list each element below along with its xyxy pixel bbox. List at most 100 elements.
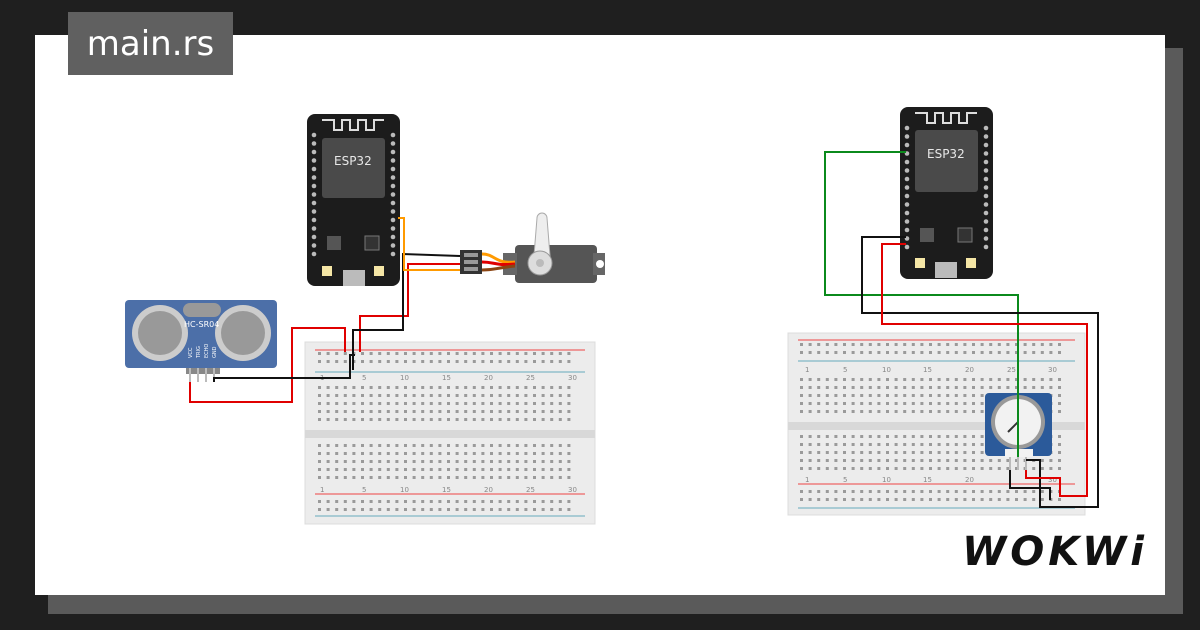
breadboard-hole [1006,467,1010,470]
breadboard-hole [886,343,889,346]
header-pin [983,176,989,182]
header-pin [390,183,396,189]
breadboard-hole [911,467,915,470]
breadboard-hole [1015,498,1018,501]
breadboard-hole [567,418,571,421]
breadboard-hole [894,410,898,413]
breadboard-hole [404,444,407,447]
breadboard-hole [550,508,554,511]
col-label: 25 [526,374,535,382]
breadboard-hole [911,351,915,354]
breadboard-hole [911,394,915,397]
breadboard-hole [558,402,562,405]
breadboard-hole [903,410,907,413]
breadboard-hole [412,394,416,397]
breadboard-hole [498,460,502,463]
breadboard-hole [533,418,536,421]
breadboard-hole [404,352,407,355]
breadboard-hole [335,468,339,471]
breadboard-hole [490,476,493,479]
breadboard-hole [911,410,915,413]
breadboard-hole [404,410,407,413]
breadboard-hole [937,394,941,397]
breadboard-hole [903,498,907,501]
breadboard-hole [378,386,382,389]
breadboard-hole [472,468,476,471]
breadboard-hole [558,386,562,389]
breadboard-hole [937,498,941,501]
breadboard-hole [318,386,321,389]
breadboard-hole [515,410,519,413]
breadboard-hole [1015,490,1018,493]
breadboard-hole [980,459,984,462]
breadboard-hole [490,402,493,405]
breadboard-hole [946,443,950,446]
breadboard-hole [447,460,450,463]
breadboard-hole [954,467,958,470]
breadboard-hole [946,378,950,381]
breadboard-hole [567,402,571,405]
breadboard-hole [490,468,493,471]
breadboard-hole [972,459,975,462]
breadboard-hole [447,402,450,405]
ultrasonic-sensor: HC-SR04 VCC TRIG ECHO GND [125,300,277,382]
breadboard-hole [929,351,932,354]
breadboard-hole [894,402,898,405]
breadboard-hole [464,476,468,479]
breadboard-hole [1006,351,1010,354]
breadboard-hole [980,435,984,438]
breadboard-hole [335,500,339,503]
breadboard-hole [980,351,984,354]
breadboard-hole [963,343,967,346]
breadboard-hole [903,490,907,493]
breadboard-hole [429,394,433,397]
col-label: 15 [442,374,451,382]
header-pin [904,227,910,233]
breadboard-hole [929,490,932,493]
header-pin [311,234,317,240]
breadboard-hole [929,378,932,381]
breadboard-hole [507,468,511,471]
breadboard-hole [395,508,399,511]
breadboard-hole [447,418,450,421]
breadboard-hole [438,460,442,463]
breadboard-hole [404,452,407,455]
breadboard-hole [361,410,364,413]
breadboard-hole [447,352,450,355]
breadboard-hole [567,360,571,363]
breadboard-hole [524,410,528,413]
breadboard-hole [378,402,382,405]
breadboard-hole [343,468,347,471]
breadboard-hole [412,476,416,479]
breadboard-hole [954,402,958,405]
breadboard-hole [550,468,554,471]
breadboard-hole [817,443,821,446]
breadboard-hole [515,500,519,503]
header-pin [983,244,989,250]
breadboard-hole [868,451,872,454]
breadboard-hole [903,343,907,346]
breadboard-hole [369,386,373,389]
breadboard-hole [860,351,864,354]
breadboard-hole [438,394,442,397]
breadboard-hole [903,378,907,381]
breadboard-hole [929,443,932,446]
breadboard-hole [515,402,519,405]
breadboard-hole [834,394,838,397]
breadboard-hole [903,402,907,405]
breadboard-hole [507,410,511,413]
breadboard-hole [378,460,382,463]
breadboard-hole [851,351,855,354]
breadboard-hole [1023,343,1027,346]
header-pin [390,209,396,214]
breadboard-hole [808,451,812,454]
breadboard-hole [335,460,339,463]
breadboard-hole [1040,459,1044,462]
breadboard-hole [429,418,433,421]
breadboard-hole [946,394,950,397]
breadboard-hole [997,498,1001,501]
breadboard-hole [1015,467,1018,470]
col-label: 10 [882,476,891,484]
breadboard-hole [800,394,803,397]
breadboard-hole [369,452,373,455]
